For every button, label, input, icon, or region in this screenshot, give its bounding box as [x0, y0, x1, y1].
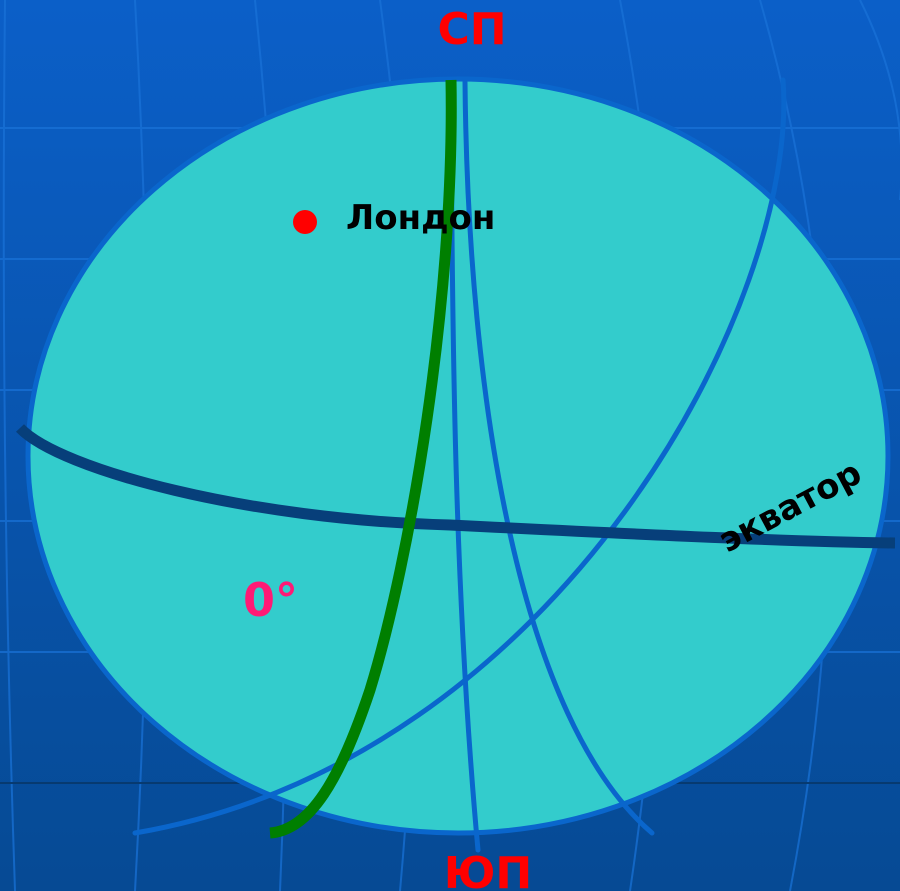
london-dot: [293, 210, 317, 234]
north-pole-label: СП: [437, 4, 506, 55]
south-pole-label: ЮП: [444, 848, 532, 891]
london-label: Лондон: [346, 198, 495, 238]
prime-meridian-line: [269, 79, 457, 839]
prime-meridian-label: 0°: [243, 573, 298, 627]
equator-line: [16, 424, 896, 549]
meridian-line: [462, 79, 655, 836]
meridian-line: [132, 77, 787, 836]
